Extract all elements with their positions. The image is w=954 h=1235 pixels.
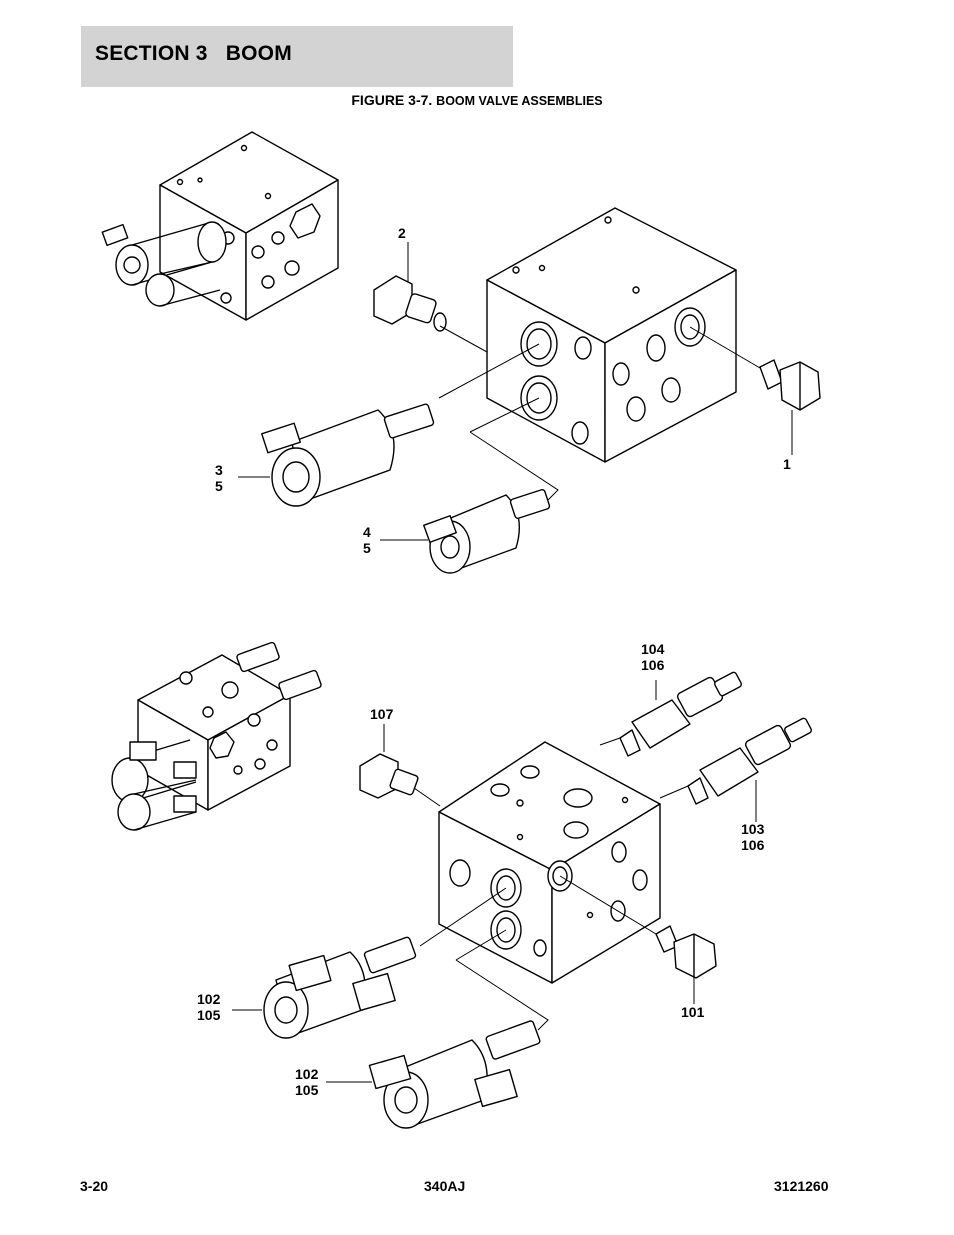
callout-103-sub-text: 106 — [741, 837, 765, 853]
callout-104-sub-text: 106 — [641, 657, 665, 673]
callout-1: 1 — [783, 456, 791, 472]
figure-title: BOOM VALVE ASSEMBLIES — [436, 94, 603, 108]
callout-1-text: 1 — [783, 456, 791, 472]
cartridge-part-104 — [619, 671, 742, 757]
callout-4-text: 4 — [363, 524, 371, 540]
cartridge-part-2 — [373, 275, 447, 332]
callout-107: 107 — [370, 706, 393, 722]
section-label: SECTION 3 — [95, 42, 208, 65]
callout-2: 2 — [398, 225, 406, 241]
bottom-valve-block — [438, 741, 661, 984]
callout-105-upper-text: 105 — [197, 1007, 221, 1023]
footer-model: 340AJ — [424, 1178, 466, 1194]
bottom-reference-assembly — [111, 641, 322, 831]
callout-101: 101 — [681, 1004, 704, 1020]
callout-102-lower-text: 102 — [295, 1066, 319, 1082]
callout-107-text: 107 — [370, 706, 394, 722]
callout-105-lower-text: 105 — [295, 1082, 319, 1098]
section-header: SECTION 3 BOOM — [81, 26, 513, 87]
callout-3-sub-text: 5 — [215, 478, 223, 494]
callout-101-text: 101 — [681, 1004, 705, 1020]
section-heading: SECTION 3 BOOM — [95, 42, 292, 66]
cartridge-part-107 — [359, 753, 419, 799]
callout-104-text: 104 — [641, 641, 665, 657]
callout-2-text: 2 — [398, 225, 406, 241]
solenoid-part-3 — [261, 403, 435, 507]
figure-caption: FIGURE 3-7. BOOM VALVE ASSEMBLIES — [0, 92, 954, 108]
callout-4-sub-text: 5 — [363, 540, 371, 556]
solenoid-part-102-upper — [263, 936, 417, 1039]
plug-part-1 — [759, 359, 821, 411]
solenoid-part-102-lower — [368, 1020, 541, 1129]
top-valve-block — [486, 207, 737, 463]
solenoid-part-4 — [423, 489, 551, 574]
section-title: BOOM — [225, 42, 292, 65]
footer-page-number: 3-20 — [80, 1178, 109, 1194]
top-reference-assembly — [101, 131, 339, 321]
plug-part-101 — [655, 925, 717, 979]
leader-lines — [232, 242, 793, 1083]
footer-doc-number: 3121260 — [774, 1178, 829, 1194]
figure-number: FIGURE 3-7. — [351, 92, 433, 108]
cartridge-part-103 — [687, 717, 812, 805]
callout-3-text: 3 — [215, 462, 223, 478]
callout-102-upper-text: 102 — [197, 991, 221, 1007]
callout-103-text: 103 — [741, 821, 765, 837]
